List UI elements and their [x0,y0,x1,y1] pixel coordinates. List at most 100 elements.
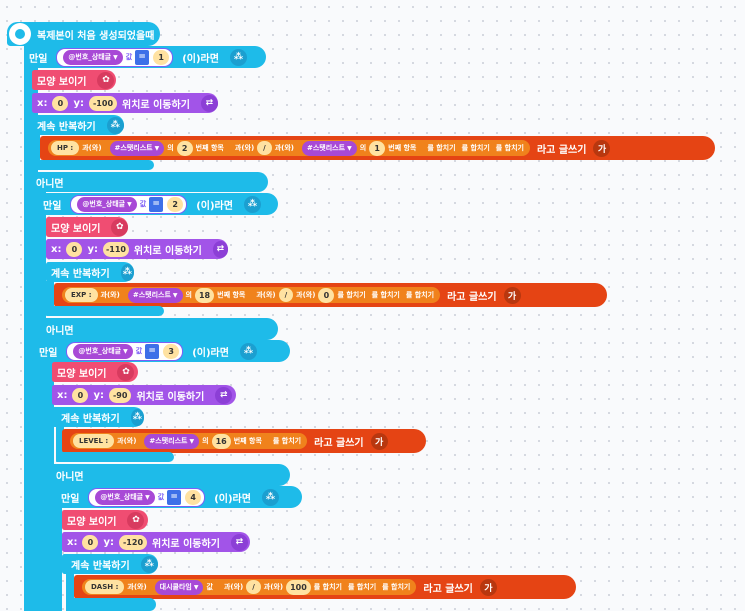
show-block-2[interactable]: 모양 보이기 ✿ [46,217,128,237]
move-block-2[interactable]: x: 0 y: -110 위치로 이동하기 ⇄ [46,239,228,259]
item-index[interactable]: 18 [194,287,215,303]
else-label: 아니면 [56,471,84,483]
compare-value[interactable]: 2 [167,196,184,212]
text-input[interactable]: / [246,580,261,594]
text-input[interactable]: DASH : [85,580,125,594]
if-block-3[interactable]: 만일 @번호_상태글▼ 값 = 3 (이)라면 ⁂ [32,340,290,362]
say-block-3[interactable]: LEVEL : 과(와) #스탯리스트▼ 의 16 번째 항목 를 합치기 라고… [62,429,426,453]
text-input[interactable]: EXP : [65,288,98,302]
list-variable[interactable]: #스탯리스트▼ [302,140,357,156]
else-block-3[interactable]: 아니면 [46,464,290,486]
join-block[interactable]: DASH : 과(와) 대시쿨타임▼ 값 과(와) / 과(와) 100 를 합… [82,579,417,595]
x-input[interactable]: 0 [52,95,69,111]
x-label: x: [57,389,68,401]
if-body-rail-1 [24,68,32,178]
dropdown-arrow-icon: ▼ [193,583,199,591]
equals-operator[interactable]: = [135,49,150,65]
hat-block-clone-start[interactable]: 복제본이 처음 생성되었을때 [7,22,160,46]
x-input[interactable]: 0 [66,241,83,257]
join-end: 를 합치기 [382,583,411,591]
compare-value[interactable]: 4 [185,489,202,505]
repeat-block-4[interactable]: 계속 반복하기 ⁂ [62,554,158,574]
if-block-1[interactable]: 만일 @번호_상태글▼ 값 = 1 (이)라면 ⁂ [24,46,266,68]
repeat-block-1[interactable]: 계속 반복하기 ⁂ [32,115,124,135]
say-block-1[interactable]: HP : 과(와) #스탯리스트▼ 의 2 번째 항목 과(와) / 과(와) … [40,136,715,160]
text-input[interactable]: HP : [51,141,80,155]
repeat-block-2[interactable]: 계속 반복하기 ⁂ [46,262,134,282]
text-input[interactable]: / [257,141,272,155]
y-label: y: [103,536,114,548]
dash-variable[interactable]: 대시쿨타임▼ [154,579,204,595]
item-suffix: 번째 항목 [217,291,246,299]
list-variable[interactable]: #스탯리스트▼ [144,433,200,449]
equals-operator[interactable]: = [149,196,164,212]
move-block-1[interactable]: x: 0 y: -100 위치로 이동하기 ⇄ [32,93,218,113]
flow-icon: ⁂ [130,408,144,426]
variable-name: @번호_상태글 [78,347,122,355]
y-input[interactable]: -120 [118,534,148,550]
number-input[interactable]: 100 [286,579,311,595]
else-block-1[interactable]: 아니면 [24,172,268,192]
item-index[interactable]: 2 [176,140,193,156]
y-input[interactable]: -100 [88,95,118,111]
item-of: 의 [167,144,174,152]
repeat-end-4 [66,598,156,611]
x-label: x: [51,243,62,255]
join-end: 를 합치기 [405,291,435,299]
join-block[interactable]: LEVEL : 과(와) #스탯리스트▼ 의 16 번째 항목 를 합치기 [70,433,308,449]
move-block-3[interactable]: x: 0 y: -90 위치로 이동하기 ⇄ [52,385,236,405]
show-block-3[interactable]: 모양 보이기 ✿ [52,362,138,382]
compare-value[interactable]: 1 [153,49,170,65]
if-block-4[interactable]: 만일 @번호_상태글▼ 값 = 4 (이)라면 ⁂ [54,486,302,508]
say-block-4[interactable]: DASH : 과(와) 대시쿨타임▼ 값 과(와) / 과(와) 100 를 합… [74,575,576,599]
say-block-2[interactable]: EXP : 과(와) #스탯리스트▼ 의 18 번째 항목 과(와) / 과(와… [54,283,607,307]
list-variable[interactable]: #스탯리스트▼ [109,140,165,156]
repeat-block-3[interactable]: 계속 반복하기 ⁂ [52,407,144,427]
show-block-1[interactable]: 모양 보이기 ✿ [32,70,116,90]
join-end: 를 합치기 [313,583,342,591]
variable-state[interactable]: @번호_상태글▼ [63,49,123,65]
item-index[interactable]: 1 [369,140,386,156]
condition-2[interactable]: @번호_상태글▼ 값 = 2 [70,194,188,214]
if-label: 만일 [29,53,48,65]
repeat-end-3 [56,452,174,462]
join-block[interactable]: 대시쿨타임▼ 값 [151,579,219,595]
join-block[interactable]: HP : 과(와) #스탯리스트▼ 의 2 번째 항목 과(와) / 과(와) … [48,140,530,156]
compare-value[interactable]: 3 [163,343,180,359]
else-block-2[interactable]: 아니면 [38,318,278,340]
condition-1[interactable]: @번호_상태글▼ 값 = 1 [56,47,174,67]
equals-operator[interactable]: = [167,489,182,505]
repeat-label: 계속 반복하기 [61,413,120,425]
if-block-2[interactable]: 만일 @번호_상태글▼ 값 = 2 (이)라면 ⁂ [38,193,278,215]
text-input[interactable]: LEVEL : [73,434,115,448]
join-block[interactable]: #스탯리스트▼ 의 16 번째 항목 [141,433,268,449]
list-variable[interactable]: #스탯리스트▼ [127,287,183,303]
condition-4[interactable]: @번호_상태글▼ 값 = 4 [88,487,206,507]
repeat-label: 계속 반복하기 [37,121,96,133]
variable-state[interactable]: @번호_상태글▼ [77,196,137,212]
x-input[interactable]: 0 [72,387,89,403]
number-input[interactable]: 0 [318,287,335,303]
join-block[interactable]: EXP : 과(와) #스탯리스트▼ 의 18 번째 항목 과(와) / 과(와… [62,287,441,303]
variable-state[interactable]: @번호_상태글▼ [73,343,133,359]
y-input[interactable]: -110 [102,241,129,257]
show-block-4[interactable]: 모양 보이기 ✿ [62,510,148,530]
join-block[interactable]: #스탯리스트▼ 의 18 번째 항목 [124,287,252,303]
y-input[interactable]: -90 [108,387,132,403]
variable-name: @번호_상태글 [82,200,126,208]
join-word: 과(와) [274,144,294,152]
join-word: 과(와) [296,291,316,299]
join-block[interactable]: #스탯리스트▼ 의 2 번째 항목 [106,140,230,156]
join-block[interactable]: #스탯리스트▼ 의 1 번째 항목 [299,140,423,156]
item-index[interactable]: 16 [211,433,231,449]
text-input[interactable]: / [278,288,294,302]
y-label: y: [93,389,104,401]
person-icon [9,23,31,45]
y-label: y: [87,243,98,255]
x-input[interactable]: 0 [82,534,99,550]
condition-3[interactable]: @번호_상태글▼ 값 = 3 [66,341,184,361]
equals-operator[interactable]: = [145,343,160,359]
flow-icon: ⁂ [106,116,124,134]
variable-state[interactable]: @번호_상태글▼ [95,489,155,505]
move-block-4[interactable]: x: 0 y: -120 위치로 이동하기 ⇄ [62,532,250,552]
